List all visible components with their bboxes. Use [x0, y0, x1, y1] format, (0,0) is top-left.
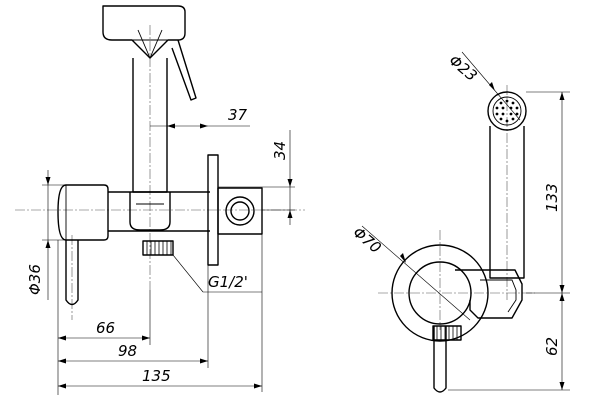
dim-label-133: 133	[543, 183, 561, 212]
dimension-36: Φ36	[26, 170, 64, 300]
side-holder-bracket	[455, 269, 523, 319]
dim-label-62: 62	[543, 337, 561, 356]
dim-label-34: 34	[271, 141, 289, 160]
side-lever	[433, 326, 447, 393]
side-shower-body	[489, 126, 525, 279]
dim-label-37: 37	[228, 106, 248, 124]
shower-head-ridge-left	[137, 29, 151, 59]
dim-label-70: Φ70	[349, 223, 384, 257]
shower-nozzle-holes	[495, 99, 519, 123]
dimension-70: Φ70	[349, 223, 471, 321]
escutcheon-inner	[408, 261, 472, 325]
shower-nozzle-outer	[487, 91, 527, 131]
dim-label-36: Φ36	[26, 264, 44, 295]
dimension-133: 133	[526, 91, 570, 294]
thread-hatching	[146, 241, 172, 255]
dimension-66: 66	[58, 319, 150, 341]
hose-elbow-outlet-outer	[225, 196, 255, 226]
lever-handle	[65, 240, 79, 306]
shower-nozzle-inner	[492, 96, 522, 126]
hose-elbow	[217, 187, 263, 235]
dimension-37: 37	[150, 106, 250, 129]
side-stem	[432, 325, 462, 341]
dimension-23: Φ23	[445, 51, 521, 121]
front-view: 37 34 Φ36 66	[15, 5, 305, 395]
escutcheon-outer	[391, 244, 489, 342]
shower-trigger	[171, 39, 197, 101]
hose-elbow-outlet-inner	[230, 201, 250, 221]
mixer-body-left	[57, 184, 109, 241]
thread-fitting	[142, 240, 174, 256]
dim-label-23: Φ23	[445, 51, 480, 85]
dimension-98: 98	[58, 342, 208, 364]
side-stem-hatching	[436, 326, 458, 340]
thread-label: G1/2'	[208, 273, 248, 291]
dim-label-98: 98	[118, 342, 137, 360]
hose-connector	[129, 192, 171, 231]
side-holder-inner	[480, 279, 517, 313]
dimension-135: 135	[58, 367, 262, 389]
thread-callout: G1/2'	[172, 254, 262, 293]
shower-head-ridge-right	[149, 29, 163, 59]
shower-head	[102, 5, 186, 59]
dim-label-135: 135	[142, 367, 171, 385]
side-view: Φ23 Φ70 133 62	[349, 51, 570, 393]
dim-label-66: 66	[96, 319, 115, 337]
dimension-62: 62	[448, 293, 570, 391]
dimension-34: 34	[218, 130, 295, 225]
